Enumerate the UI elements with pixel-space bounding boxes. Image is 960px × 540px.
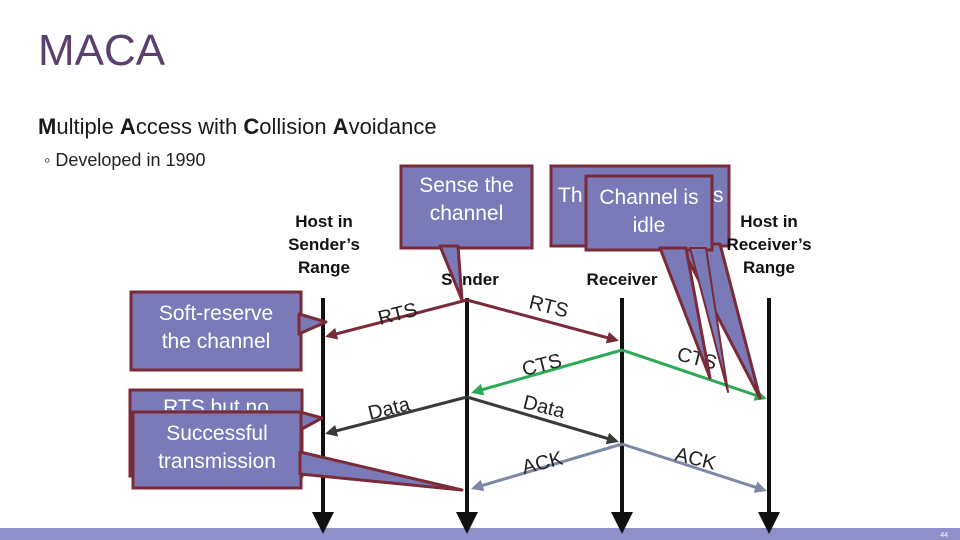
slide-subtitle: Multiple Access with Collision Avoidance bbox=[38, 114, 437, 140]
label-rts-left: RTS bbox=[376, 299, 420, 330]
page-number: 44 bbox=[940, 532, 948, 539]
callout-idle-text: Channel is idle bbox=[586, 184, 712, 240]
callout-successful-line1: Successful bbox=[166, 422, 268, 445]
rts-arrow-right bbox=[466, 298, 619, 344]
data-arrow-left bbox=[325, 395, 468, 437]
host-receiver-range-label: Host in Receiver’s Range bbox=[712, 210, 826, 279]
callout-soft-line2: the channel bbox=[161, 330, 271, 353]
timeline-host-sender-range bbox=[312, 298, 334, 534]
callout-soft-line1: Soft-reserve bbox=[158, 302, 274, 325]
subtitle-part: ollision bbox=[259, 114, 333, 139]
callout-soft-reserve bbox=[129, 290, 328, 372]
callout-hidden-prefix: Th bbox=[558, 184, 583, 207]
bullet-developed: ◦ Developed in 1990 bbox=[44, 150, 206, 170]
callout-sense-line1: Sense the bbox=[419, 174, 514, 197]
subtitle-part: ultiple bbox=[56, 114, 120, 139]
cts-arrow-left bbox=[471, 348, 623, 396]
host-receiver-range-line3: Range bbox=[743, 258, 795, 277]
host-sender-range-line3: Range bbox=[298, 258, 350, 277]
label-data-left: Data bbox=[366, 393, 413, 425]
timeline-host-receiver-range bbox=[758, 298, 780, 534]
rts-arrow-left bbox=[325, 298, 468, 340]
label-cts-left: CTS bbox=[520, 350, 564, 381]
host-sender-range-line1: Host in bbox=[295, 212, 353, 231]
timeline-sender bbox=[456, 298, 478, 534]
subtitle-part: A bbox=[119, 114, 136, 139]
slide-title: MACA bbox=[38, 26, 166, 75]
timeline-receiver bbox=[611, 298, 633, 534]
label-data-right: Data bbox=[521, 392, 568, 424]
callout-idle-line1: Channel is bbox=[599, 186, 699, 209]
host-sender-range-label: Host in Sender’s Range bbox=[268, 210, 380, 279]
ack-arrow-left bbox=[471, 442, 623, 492]
callout-idle-line2: idle bbox=[632, 214, 666, 237]
host-receiver-range-line2: Receiver’s bbox=[726, 235, 812, 254]
callout-sense-text: Sense the channel bbox=[401, 172, 532, 228]
label-ack-right: ACK bbox=[673, 444, 719, 475]
label-ack-left: ACK bbox=[520, 447, 566, 478]
callout-sense-channel bbox=[399, 164, 534, 302]
callout-hidden-suffix: s bbox=[713, 184, 724, 207]
footer-bar: 44 bbox=[0, 528, 960, 540]
callout-successful bbox=[131, 410, 464, 492]
data-arrow-right bbox=[466, 395, 619, 445]
subtitle-part: M bbox=[38, 114, 57, 139]
callout-soft-reserve-text: Soft-reserve the channel bbox=[131, 300, 301, 356]
receiver-label: Receiver bbox=[586, 270, 658, 289]
cts-arrow-right bbox=[621, 348, 767, 401]
callout-rts-but-no-text: RTS but no bbox=[163, 396, 269, 410]
subtitle-part: A bbox=[332, 114, 349, 139]
callout-successful-line2: transmission bbox=[158, 450, 276, 473]
callout-sense-line2: channel bbox=[429, 202, 504, 225]
subtitle-part: C bbox=[243, 114, 260, 139]
callout-successful-text: Successful transmission bbox=[133, 420, 301, 476]
callout-channel-idle bbox=[584, 174, 729, 393]
host-receiver-range-line1: Host in bbox=[740, 212, 798, 231]
subtitle-part: ccess with bbox=[135, 114, 244, 139]
subtitle-part: voidance bbox=[348, 114, 437, 139]
ack-arrow-right bbox=[621, 442, 767, 493]
host-sender-range-line2: Sender’s bbox=[288, 235, 360, 254]
